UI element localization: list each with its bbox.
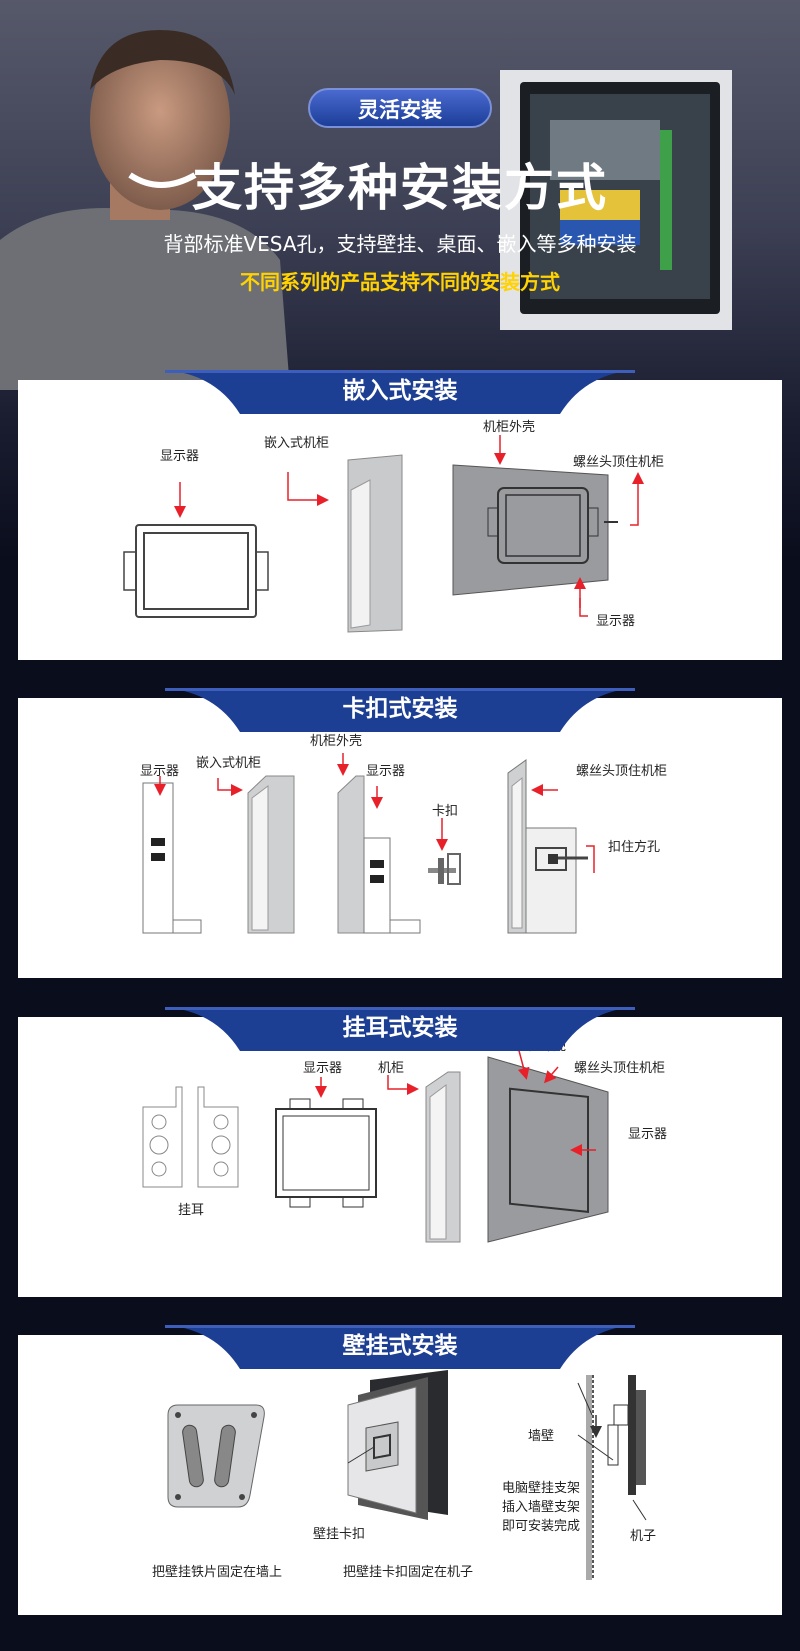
label-wall: 墙壁 xyxy=(528,1429,555,1444)
industrial-monitor-photo xyxy=(500,70,732,330)
ribbon-ear: 挂耳式安装 xyxy=(165,1007,635,1053)
label-display: 显示器 xyxy=(140,764,180,779)
highlight-text: 不同系列的产品支持不同的安装方式 xyxy=(240,270,560,294)
label-step-1: 电脑壁挂支架 xyxy=(502,1481,581,1496)
label-step-3: 即可安装完成 xyxy=(502,1519,581,1534)
label-screw: 螺丝头顶住机柜 xyxy=(576,764,668,779)
label-plate: 把壁挂铁片固定在墙上 xyxy=(152,1565,283,1580)
label-ear: 挂耳 xyxy=(178,1203,205,1218)
label-display-2: 显示器 xyxy=(628,1127,668,1142)
label-display-2: 显示器 xyxy=(596,614,636,629)
label-display: 显示器 xyxy=(160,449,200,464)
ribbon-wall: 壁挂式安装 xyxy=(165,1325,635,1371)
section-ear: 挂耳 显示器 机柜 机柜外壳 螺丝头顶住机柜 显示器 xyxy=(18,1017,782,1297)
section-wall: 把壁挂铁片固定在墙上 壁挂卡扣 把壁挂卡扣固定在机子 墙壁 电脑壁挂支架 插入墙… xyxy=(18,1335,782,1615)
label-machine: 机子 xyxy=(630,1529,657,1544)
ear-diagram xyxy=(142,1046,609,1243)
label-cabinet-shell: 机柜外壳 xyxy=(483,420,536,435)
section-title-ear: 挂耳式安装 xyxy=(342,1015,458,1041)
section-embedded: 显示器 嵌入式机柜 机柜外壳 螺丝头顶住机柜 显示器 xyxy=(18,380,782,660)
label-buckle: 壁挂卡扣 xyxy=(313,1527,366,1542)
label-fix: 把壁挂卡扣固定在机子 xyxy=(343,1565,474,1580)
badge-flexible-install: 灵活安装 xyxy=(308,88,492,128)
ribbon-snap: 卡扣式安装 xyxy=(165,688,635,734)
hero-banner: 灵活安装 支持多种安装方式 背部标准VESA孔，支持壁挂、桌面、嵌入等多种安装 … xyxy=(0,0,800,560)
label-clip: 卡扣 xyxy=(432,804,459,819)
embedded-diagram xyxy=(123,435,644,633)
label-step-2: 插入墙壁支架 xyxy=(502,1500,581,1515)
ribbon-embedded: 嵌入式安装 xyxy=(165,370,635,416)
section-title-embedded: 嵌入式安装 xyxy=(342,378,458,404)
label-square-hole: 扣住方孔 xyxy=(608,840,661,855)
subtitle: 背部标准VESA孔，支持壁挂、桌面、嵌入等多种安装 xyxy=(163,232,637,256)
label-cabinet-shell: 机柜外壳 xyxy=(310,734,363,749)
label-embedded-cabinet: 嵌入式机柜 xyxy=(264,436,330,451)
label-embedded-cabinet: 嵌入式机柜 xyxy=(196,756,262,771)
label-display-2: 显示器 xyxy=(366,764,406,779)
section-title-snap: 卡扣式安装 xyxy=(342,696,458,722)
label-screw: 螺丝头顶住机柜 xyxy=(573,455,665,470)
person-photo xyxy=(0,30,290,390)
label-cabinet: 机柜 xyxy=(378,1061,405,1076)
snap-diagram xyxy=(142,753,595,934)
page-title: 支持多种安装方式 xyxy=(192,159,608,217)
section-snap: 显示器 嵌入式机柜 机柜外壳 显示器 卡扣 螺丝头顶住机柜 扣住方孔 xyxy=(18,698,782,978)
wall-diagram xyxy=(167,1370,647,1580)
label-screw: 螺丝头顶住机柜 xyxy=(574,1061,666,1076)
label-display: 显示器 xyxy=(303,1061,343,1076)
section-title-wall: 壁挂式安装 xyxy=(342,1333,458,1359)
